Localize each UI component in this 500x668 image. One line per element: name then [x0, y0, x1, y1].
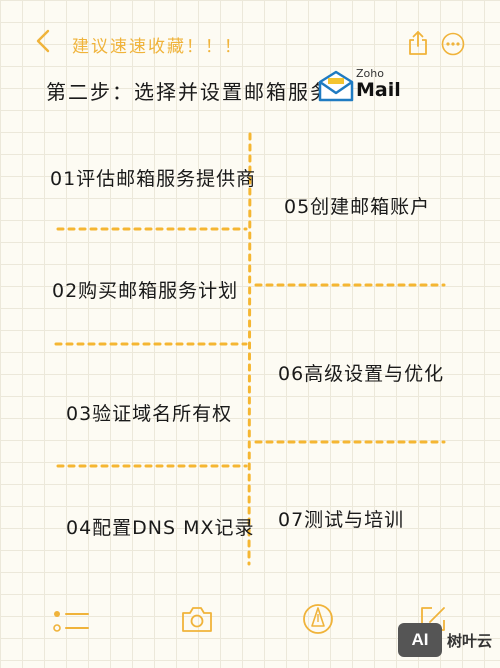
- share-icon[interactable]: [406, 30, 430, 56]
- more-icon[interactable]: [441, 32, 465, 56]
- watermark-text: 树叶云: [447, 632, 493, 650]
- chevron-left-icon[interactable]: [34, 28, 52, 54]
- logo-line1: Zoho: [356, 67, 384, 80]
- list-item: 01评估邮箱服务提供商: [50, 168, 257, 190]
- list-item: 03验证域名所有权: [66, 403, 233, 425]
- list-item: 05创建邮箱账户: [284, 196, 431, 218]
- list-item: 07测试与培训: [278, 509, 405, 531]
- camera-icon[interactable]: [180, 604, 214, 634]
- step-title: 第二步：选择并设置邮箱服务: [46, 80, 332, 104]
- list-item: 04配置DNS MX记录: [66, 517, 255, 539]
- list-item: 06高级设置与优化: [278, 363, 445, 385]
- pen-icon[interactable]: [302, 602, 334, 636]
- logo-line2: Mail: [356, 79, 401, 101]
- bottom-toolbar: [0, 590, 500, 668]
- checklist-icon[interactable]: [52, 606, 92, 636]
- top-bar: 建议速速收藏！！！: [0, 0, 500, 60]
- zoho-mail-wordmark: Zoho Mail: [356, 68, 401, 100]
- list-item: 02购买邮箱服务计划: [52, 280, 239, 302]
- note-title: 建议速速收藏！！！: [72, 37, 243, 57]
- zoho-mail-logo-icon: [318, 70, 354, 102]
- watermark-badge: AI: [398, 623, 442, 657]
- timeline-vertical-line: [247, 132, 252, 566]
